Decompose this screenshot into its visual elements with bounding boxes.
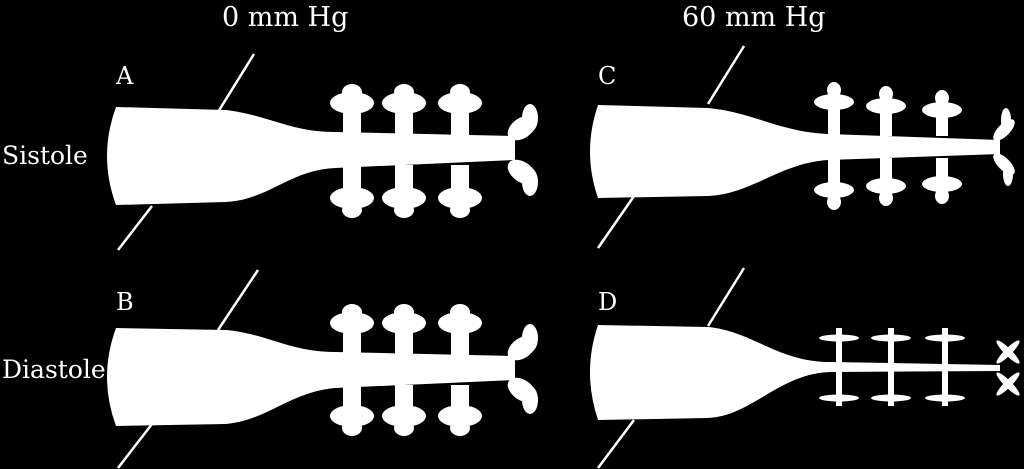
column-title-0mmhg: 0 mm Hg xyxy=(222,2,349,33)
cut-lines xyxy=(117,45,746,469)
cut-line-c-bottom xyxy=(596,195,636,249)
panel-letter-c: C xyxy=(598,62,617,90)
panel-b-branches xyxy=(330,304,538,436)
row-label-sistole: Sistole xyxy=(2,141,88,170)
panel-c-vessel xyxy=(590,82,1015,210)
panel-letter-d: D xyxy=(598,288,618,316)
panel-letter-b: B xyxy=(116,288,134,316)
cut-line-a-top xyxy=(216,53,256,113)
cut-line-b-top xyxy=(216,269,260,331)
panel-c-branches xyxy=(814,82,1015,210)
column-title-60mmhg: 60 mm Hg xyxy=(682,2,826,33)
panel-a-branches xyxy=(330,84,538,218)
cut-line-c-top xyxy=(706,45,746,105)
cut-line-d-bottom xyxy=(597,419,635,469)
panel-b-vessel xyxy=(107,304,538,436)
cut-line-b-bottom xyxy=(117,423,153,469)
panel-d-vessel xyxy=(590,325,1020,420)
cut-line-a-bottom xyxy=(117,205,153,251)
cut-line-d-top xyxy=(706,267,746,327)
panel-a-vessel xyxy=(107,84,538,218)
row-label-diastole: Diastole xyxy=(2,355,106,384)
panel-d-branches xyxy=(819,328,1020,406)
panel-letter-a: A xyxy=(116,62,134,90)
